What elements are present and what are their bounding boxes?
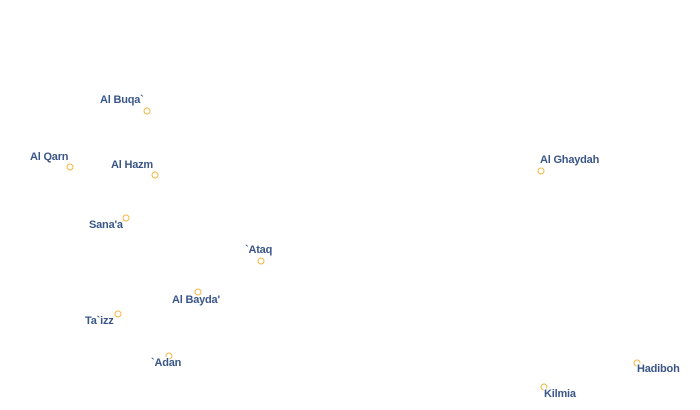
place-label-ataq: `Ataq (245, 244, 273, 256)
place-label-al-bayda: Al Bayda' (172, 294, 220, 306)
place-marker-adan[interactable] (165, 352, 173, 360)
place-label-al-qarn: Al Qarn (30, 151, 69, 163)
place-label-al-hazm: Al Hazm (111, 159, 153, 171)
place-marker-al-hazm[interactable] (151, 171, 159, 179)
place-label-hadiboh: Hadiboh (637, 363, 680, 375)
place-marker-kilmia[interactable] (540, 383, 548, 391)
place-marker-sanaa[interactable] (122, 214, 130, 222)
place-label-kilmia: Kilmia (544, 388, 576, 400)
place-label-adan: `Adan (151, 357, 182, 369)
place-marker-al-qarn[interactable] (66, 163, 74, 171)
place-label-al-ghaydah: Al Ghaydah (540, 154, 600, 166)
place-label-sanaa: Sana'a (89, 219, 123, 231)
place-marker-al-buqa[interactable] (143, 107, 151, 115)
place-label-taizz: Ta`izz (85, 315, 114, 327)
place-marker-al-bayda[interactable] (194, 288, 202, 296)
place-marker-al-ghaydah[interactable] (537, 167, 545, 175)
place-marker-ataq[interactable] (257, 257, 265, 265)
place-label-al-buqa: Al Buqa` (100, 94, 144, 106)
place-marker-hadiboh[interactable] (633, 359, 641, 367)
place-marker-taizz[interactable] (114, 310, 122, 318)
